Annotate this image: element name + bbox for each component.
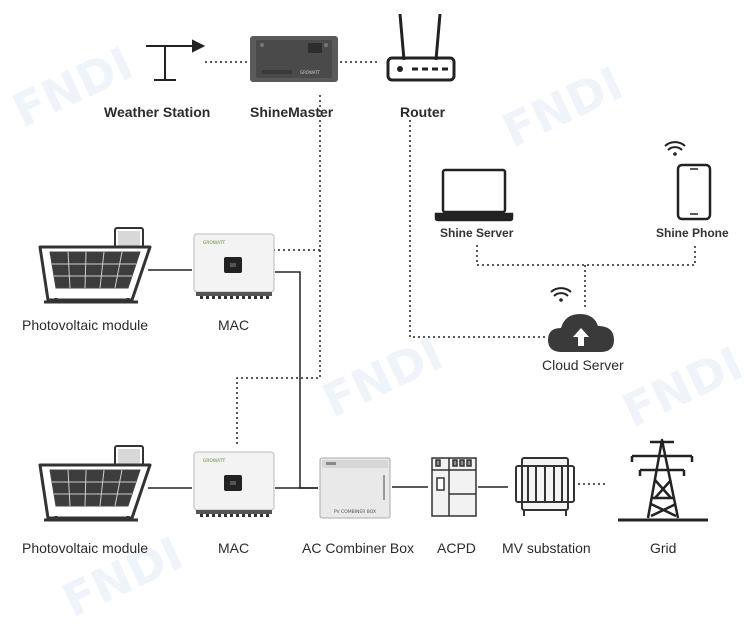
inverter-brand-text-top: GROWATT bbox=[203, 240, 226, 246]
weather-station-icon bbox=[146, 39, 206, 81]
link-mac-top-combiner bbox=[275, 271, 318, 489]
combiner-plate-text: PV COMBINER BOX bbox=[334, 509, 376, 515]
label-shine-phone: Shine Phone bbox=[656, 226, 729, 240]
label-acpd: ACPD bbox=[437, 540, 476, 556]
label-router: Router bbox=[400, 104, 446, 120]
label-grid: Grid bbox=[650, 540, 677, 556]
inverter-icon-top bbox=[193, 233, 275, 299]
transformer-icon bbox=[515, 457, 575, 516]
laptop-icon bbox=[434, 168, 514, 222]
router-icon bbox=[386, 13, 456, 82]
shinemaster-brand-text: GROWATT bbox=[300, 70, 321, 75]
label-ac-combiner-box: AC Combiner Box bbox=[302, 540, 415, 556]
label-mac-bottom: MAC bbox=[218, 540, 250, 556]
label-weather-station: Weather Station bbox=[104, 104, 211, 120]
solar-panel-icon-bottom bbox=[38, 445, 152, 522]
label-pv-module-top: Photovoltaic module bbox=[22, 317, 149, 333]
acpd-cabinet-icon bbox=[431, 457, 477, 517]
data-links bbox=[205, 61, 696, 485]
shinemaster-icon bbox=[250, 36, 338, 82]
label-mv-substation: MV substation bbox=[502, 540, 591, 556]
connections bbox=[148, 61, 696, 489]
power-links bbox=[148, 269, 508, 489]
cloud-icon bbox=[548, 287, 614, 352]
inverter-icon-bottom bbox=[193, 451, 275, 517]
smartphone-icon bbox=[664, 141, 712, 221]
label-cloud-server: Cloud Server bbox=[542, 357, 624, 373]
inverter-brand-text-bottom: GROWATT bbox=[203, 458, 226, 464]
label-shine-server: Shine Server bbox=[440, 226, 514, 240]
label-mac-top: MAC bbox=[218, 317, 250, 333]
combiner-box-icon bbox=[319, 457, 391, 519]
solar-panel-icon-top bbox=[38, 227, 152, 304]
label-pv-module-bottom: Photovoltaic module bbox=[22, 540, 149, 556]
link-server-phone bbox=[476, 245, 696, 266]
label-shinemaster: ShineMaster bbox=[250, 104, 334, 120]
power-pylon-icon bbox=[618, 438, 708, 522]
link-router-cloud bbox=[409, 120, 545, 338]
